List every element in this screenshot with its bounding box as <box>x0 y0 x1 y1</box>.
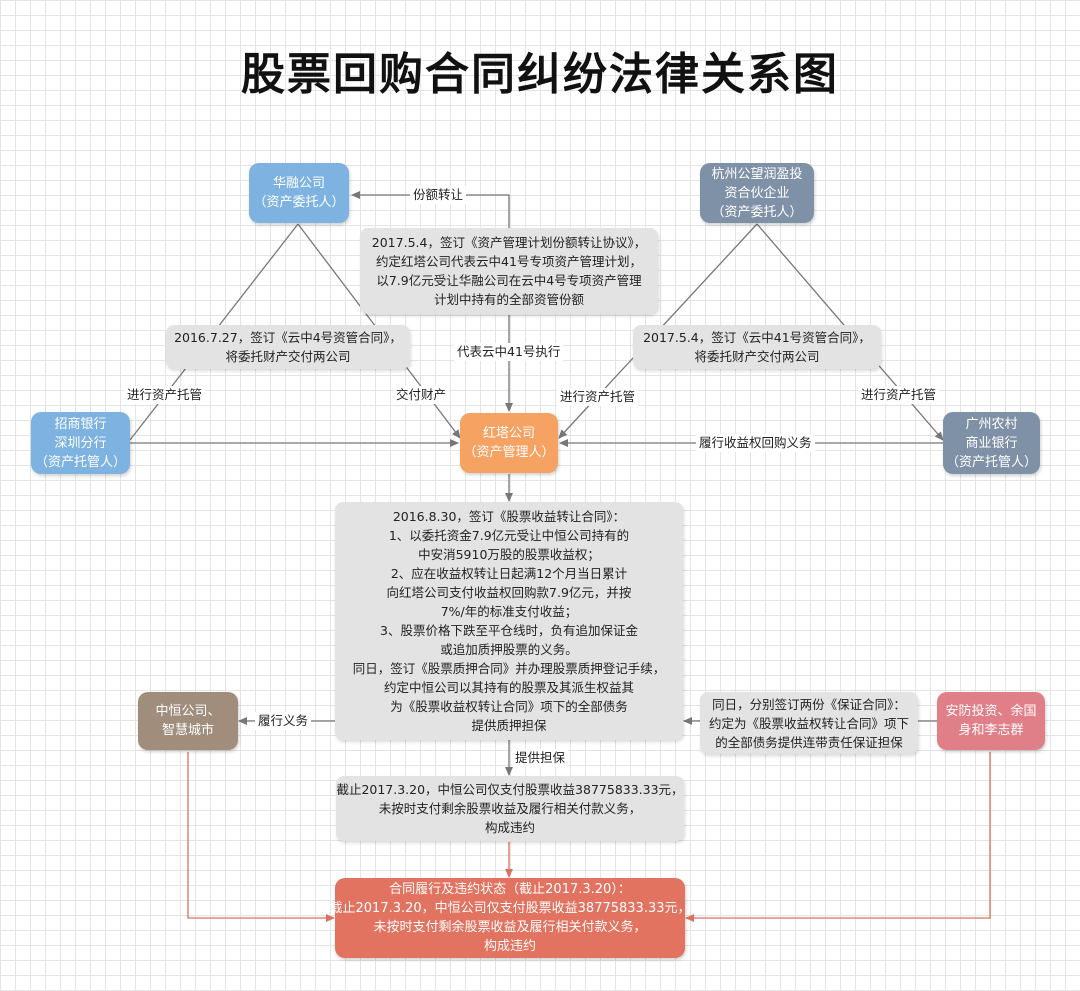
share-contract-line-6: 7%/年的标准支付收益； <box>440 604 578 619</box>
status-line-3: 未按时支付剩余股票收益及履行相关付款义务， <box>373 920 647 935</box>
page-title: 股票回购合同纠纷法律关系图 <box>241 49 839 100</box>
status-line-1: 合同履行及违约状态（截止2017.3.20）： <box>389 882 631 897</box>
share-transfer-arrow <box>351 191 510 228</box>
contract-41-line-1: 2017.5.4，签订《云中41号资管合同》， <box>643 330 871 345</box>
guarantee-note: 同日，分别签订两份《保证合同》： 约定为《股票收益权转让合同》项下 的全部债务提… <box>700 692 918 754</box>
repurchase-label: 履行收益权回购义务 <box>696 434 815 452</box>
breach-note: 截止2017.3.20，中恒公司仅支付股票收益38775833.33元， 未按时… <box>336 776 684 841</box>
share-contract-line-1: 2016.8.30，签订《股票收益转让合同》： <box>392 509 626 524</box>
status-line-2: 截止2017.3.20，中恒公司仅支付股票收益38775833.33元， <box>329 901 691 916</box>
contract-4-line-1: 2016.7.27，签订《云中4号资管合同》， <box>174 330 402 345</box>
anfang-line-1: 安防投资、余国 <box>945 704 1037 719</box>
represent-label: 代表云中41号执行 <box>454 343 564 361</box>
share-transfer-label: 份额转让 <box>410 186 467 204</box>
zhongheng-line-2: 智慧城市 <box>161 723 214 738</box>
custody-left-label: 进行资产托管 <box>124 386 206 404</box>
huarong-line-1: 华融公司 <box>272 176 325 191</box>
share-contract-line-3: 中安消5910万股的股票收益权； <box>418 547 600 562</box>
status-node: 合同履行及违约状态（截止2017.3.20）： 截止2017.3.20，中恒公司… <box>330 878 691 958</box>
deliver-label: 交付财产 <box>393 386 450 404</box>
transfer-agreement-line-2: 约定红塔公司代表云中41号专项资产管理计划， <box>376 254 642 269</box>
custody-mid-label: 进行资产托管 <box>557 388 639 406</box>
share-contract-note: 2016.8.30，签订《股票收益转让合同》： 1、以委托资金7.9亿元受让中恒… <box>335 502 683 740</box>
hangzhou-line-3: （资产委托人） <box>711 204 803 220</box>
zhaoshang-line-1: 招商银行 <box>54 416 107 432</box>
share-contract-line-11: 为《股票收益权转让合同》项下的全部债务 <box>390 699 628 714</box>
share-contract-line-7: 3、股票价格下跌至平仓线时，负有追加保证金 <box>380 623 638 638</box>
zhongheng-node: 中恒公司、 智慧城市 <box>138 692 238 750</box>
guangzhou-line-1: 广州农村 <box>965 416 1018 432</box>
hongta-line-2: （资产管理人） <box>463 445 555 460</box>
share-contract-line-5: 向红塔公司支付收益权回购款7.9亿元，并按 <box>386 585 632 600</box>
guangzhou-line-3: （资产托管人） <box>945 454 1037 470</box>
zhaoshang-line-3: （资产托管人） <box>34 454 126 470</box>
transfer-agreement-line-3: 以7.9亿元受让华融公司在云中4号专项资产管理 <box>376 273 642 288</box>
huarong-line-2: （资产委托人） <box>253 195 345 210</box>
hongta-line-1: 红塔公司 <box>482 426 535 441</box>
perform-label: 履行义务 <box>255 712 312 730</box>
anfang-line-2: 身和李志群 <box>958 723 1024 738</box>
custody-right-label: 进行资产托管 <box>858 386 940 404</box>
transfer-agreement-line-1: 2017.5.4，签订《资产管理计划份额转让协议》， <box>371 235 647 250</box>
hangzhou-line-1: 杭州公望润盈投 <box>711 166 803 182</box>
guarantee-line-3: 的全部债务提供连带责任保证担保 <box>715 734 903 750</box>
breach-line-2: 未按时支付剩余股票收益及履行相关付款义务， <box>378 801 642 816</box>
zhaoshang-line-2: 深圳分行 <box>54 435 107 451</box>
contract-41-note: 2017.5.4，签订《云中41号资管合同》， 将委托财产交付两公司 <box>633 325 881 369</box>
share-contract-line-10: 约定中恒公司以其持有的股票及其派生权益其 <box>383 680 634 695</box>
contract-41-line-2: 将委托财产交付两公司 <box>694 349 820 364</box>
transfer-agreement-line-4: 计划中持有的全部资管份额 <box>433 292 584 307</box>
provide-guarantee-label: 提供担保 <box>512 749 569 767</box>
share-contract-line-9: 同日，签订《股票质押合同》并办理股票质押登记手续， <box>352 661 666 676</box>
status-line-4: 构成违约 <box>483 939 536 954</box>
guangzhou-node: 广州农村 商业银行 （资产托管人） <box>943 412 1040 474</box>
share-contract-line-8: 或追加质押股票的义务。 <box>440 642 578 657</box>
share-contract-line-12: 提供质押担保 <box>471 718 547 733</box>
zhongheng-to-status-arrow <box>187 752 335 922</box>
breach-line-1: 截止2017.3.20，中恒公司仅支付股票收益38775833.33元， <box>336 782 684 797</box>
breach-line-3: 构成违约 <box>484 820 535 835</box>
anfang-to-status-arrow <box>685 752 991 922</box>
hangzhou-node: 杭州公望润盈投 资合伙企业 （资产委托人） <box>700 163 814 223</box>
contract-4-note: 2016.7.27，签订《云中4号资管合同》， 将委托财产交付两公司 <box>166 325 410 369</box>
hangzhou-line-2: 资合伙企业 <box>724 185 790 201</box>
huarong-node: 华融公司 （资产委托人） <box>249 163 349 223</box>
share-contract-line-4: 2、应在收益权转让日起满12个月当日累计 <box>390 566 628 581</box>
contract-4-line-2: 将委托财产交付两公司 <box>225 349 351 364</box>
share-contract-line-2: 1、以委托资金7.9亿元受让中恒公司持有的 <box>388 528 630 543</box>
guangzhou-line-2: 商业银行 <box>965 435 1018 451</box>
zhaoshang-node: 招商银行 深圳分行 （资产托管人） <box>31 412 130 474</box>
anfang-node: 安防投资、余国 身和李志群 <box>937 692 1045 750</box>
transfer-agreement-note: 2017.5.4，签订《资产管理计划份额转让协议》， 约定红塔公司代表云中41号… <box>360 228 658 314</box>
guarantee-line-2: 约定为《股票收益权转让合同》项下 <box>708 715 909 731</box>
zhongheng-line-1: 中恒公司、 <box>155 704 221 719</box>
guarantee-line-1: 同日，分别签订两份《保证合同》： <box>712 696 906 712</box>
hongta-node: 红塔公司 （资产管理人） <box>460 413 558 473</box>
